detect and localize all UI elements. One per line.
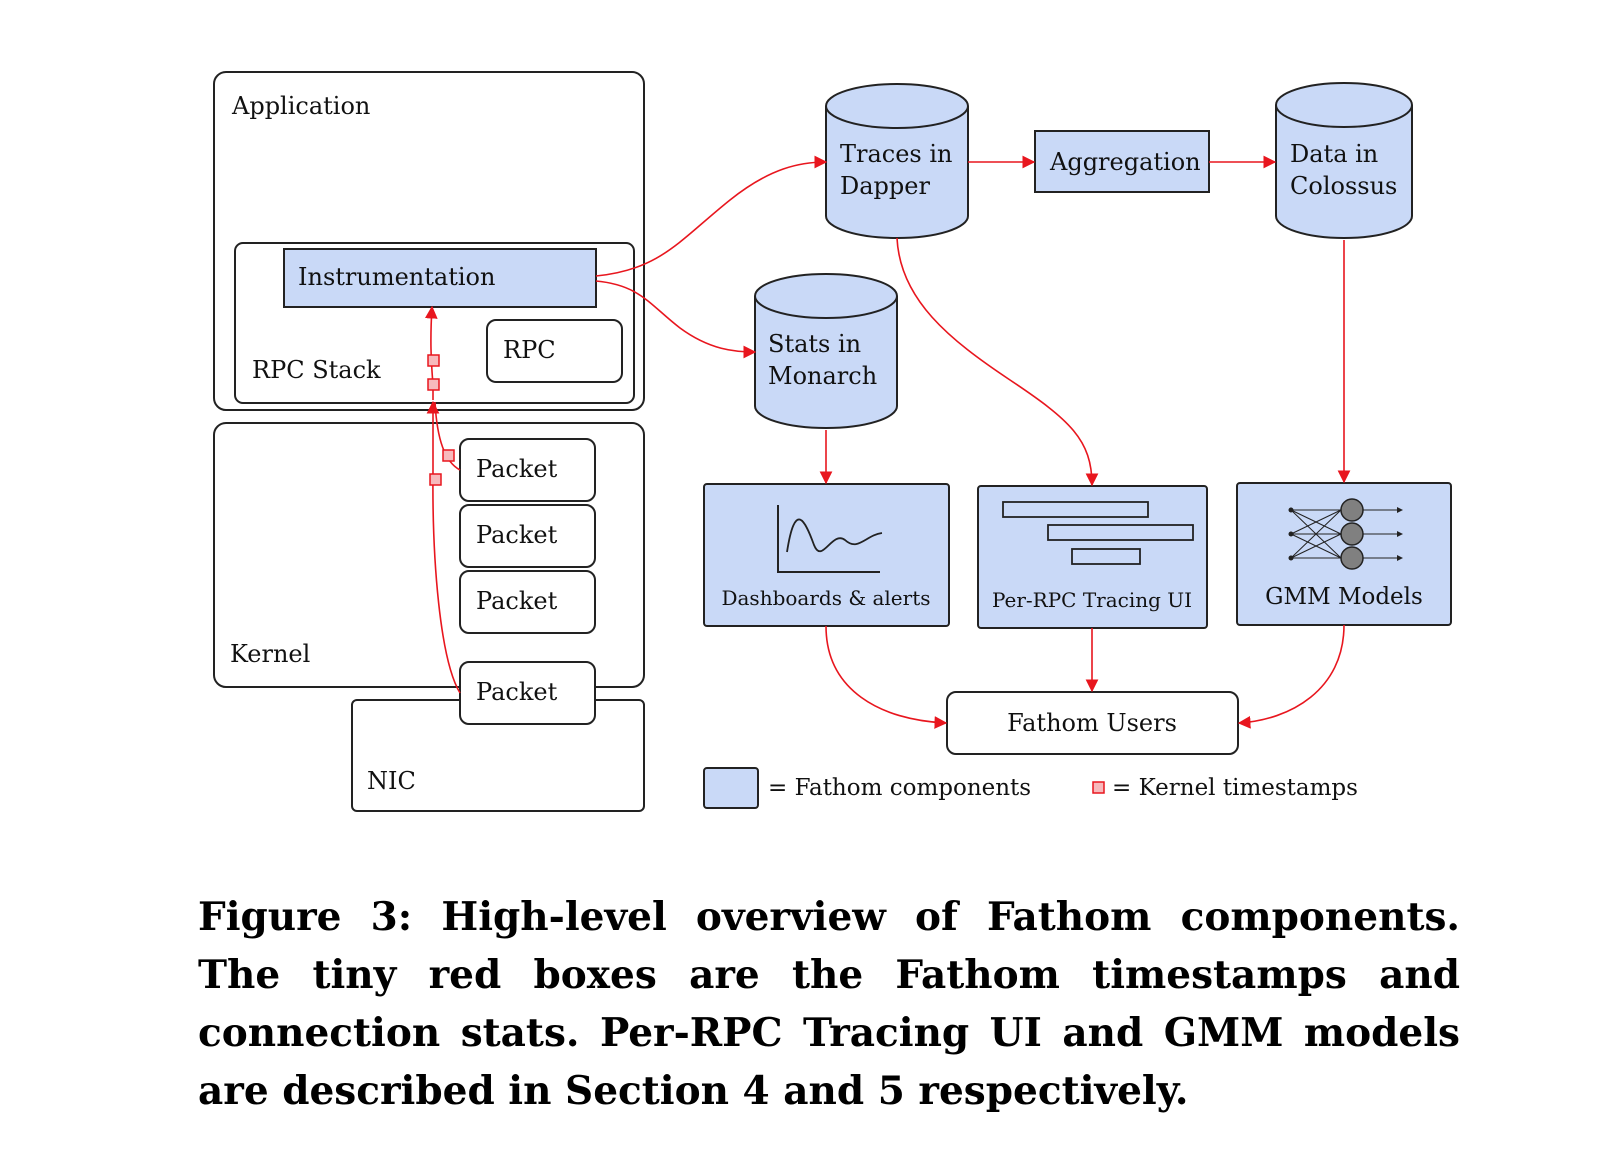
legend-timestamp-swatch [1092, 781, 1105, 794]
packet-box: Packet [459, 570, 596, 634]
kernel-timestamp-marker [427, 378, 440, 391]
kernel-label: Kernel [230, 640, 310, 668]
dashboards-box: Dashboards & alerts [703, 483, 950, 627]
kernel-timestamp-marker [442, 449, 455, 462]
rpc-label: RPC [503, 336, 556, 364]
figure-caption: Figure 3: High-level overview of Fathom … [198, 894, 1460, 1114]
aggregation-box: Aggregation [1034, 130, 1210, 193]
gmm-models-box: GMM Models [1236, 482, 1452, 626]
packet-label: Packet [476, 678, 558, 706]
fathom-users-label: Fathom Users [1007, 709, 1177, 737]
tracing-ui-box: Per-RPC Tracing UI [977, 485, 1208, 629]
dapper-label-line2: Dapper [840, 172, 930, 200]
dapper-to-tracing-ui-arrow [896, 237, 1099, 487]
packet-to-stack-arrow [434, 401, 461, 471]
legend-component-swatch [703, 767, 759, 809]
rpc-box: RPC [486, 319, 623, 383]
dapper-store: Traces in Dapper [825, 83, 969, 239]
kernel-timestamp-marker [427, 354, 440, 367]
packet-label: Packet [476, 455, 558, 483]
line-chart-icon [777, 505, 883, 573]
colossus-label-line1: Data in [1290, 140, 1378, 168]
packet-label: Packet [476, 587, 558, 615]
instrumentation-box: Instrumentation [283, 248, 597, 308]
packet-box: Packet [459, 661, 596, 725]
neural-network-icon [1288, 498, 1403, 570]
application-label: Application [231, 92, 370, 120]
gmm-models-label: GMM Models [1265, 584, 1423, 610]
gmm-to-users-arrow [1237, 624, 1345, 729]
packet-box: Packet [459, 504, 596, 568]
instrumentation-to-dapper-arrow [595, 155, 828, 277]
kernel-timestamp-marker [429, 473, 442, 486]
instrumentation-to-monarch-arrow [595, 280, 757, 359]
packet-to-stack-arrow [426, 400, 461, 694]
rpc-stack-label: RPC Stack [252, 356, 381, 384]
packet-box: Packet [459, 438, 596, 502]
dashboards-to-users-arrow [825, 625, 948, 729]
packet-label: Packet [476, 521, 558, 549]
dapper-label-line1: Traces in [840, 140, 953, 168]
aggregation-label: Aggregation [1049, 148, 1201, 176]
trace-timeline-icon [1002, 501, 1194, 565]
fathom-users-box: Fathom Users [946, 691, 1239, 755]
nic-label: NIC [367, 767, 416, 795]
legend-components-label: = Fathom components [768, 775, 1031, 801]
legend: = Fathom components = Kernel timestamps [703, 767, 1358, 809]
colossus-store: Data in Colossus [1275, 82, 1413, 239]
legend-timestamps-label: = Kernel timestamps [1112, 775, 1358, 801]
monarch-label-line2: Monarch [768, 362, 877, 390]
dashboards-label: Dashboards & alerts [721, 586, 930, 610]
fathom-architecture-diagram: Application RPC Stack Instrumentation RP… [213, 71, 1452, 812]
monarch-store: Stats in Monarch [754, 273, 898, 429]
colossus-label-line2: Colossus [1290, 172, 1397, 200]
tracing-ui-label: Per-RPC Tracing UI [992, 588, 1192, 612]
nic-box: NIC [351, 699, 645, 812]
instrumentation-label: Instrumentation [298, 263, 495, 291]
monarch-label-line1: Stats in [768, 330, 861, 358]
